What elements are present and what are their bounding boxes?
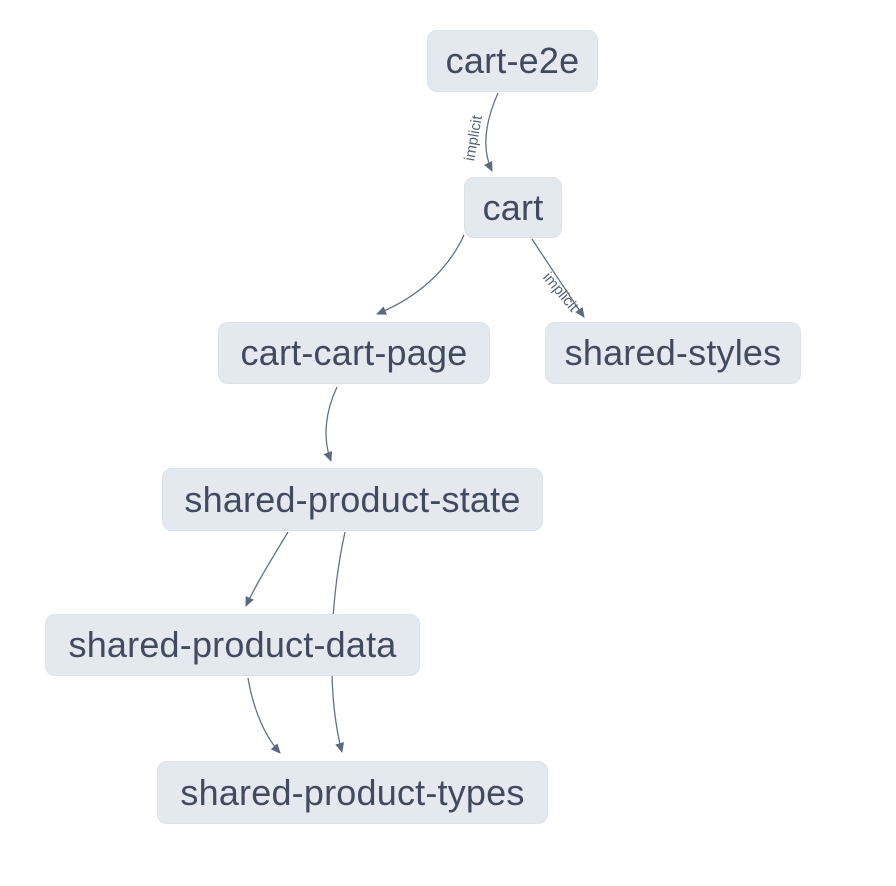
node-cart-e2e[interactable]: cart-e2e	[427, 30, 598, 92]
edge-cart-cart-page-to-shared-product-state	[323, 386, 338, 462]
edge-cart-e2e-to-cart	[484, 92, 499, 172]
node-cart-cart-page[interactable]: cart-cart-page	[218, 322, 490, 384]
edge-label-implicit-cart-e2e: implicit	[461, 113, 486, 162]
node-cart[interactable]: cart	[464, 177, 562, 238]
node-label: cart-cart-page	[240, 332, 468, 373]
edge-shared-product-data-to-shared-product-types	[247, 677, 281, 754]
node-shared-product-types[interactable]: shared-product-types	[157, 761, 548, 824]
node-shared-styles[interactable]: shared-styles	[545, 322, 801, 384]
node-label: shared-product-types	[180, 771, 525, 813]
edge-shared-product-state-to-shared-product-data	[245, 531, 289, 607]
node-shared-product-state[interactable]: shared-product-state	[162, 468, 543, 531]
node-label: shared-product-data	[68, 624, 397, 665]
node-label: cart	[482, 186, 544, 228]
edge-cart-to-cart-cart-page	[376, 234, 465, 315]
node-label: cart-e2e	[445, 40, 580, 81]
edge-cart-to-shared-styles	[531, 238, 585, 318]
edge-label-implicit-shared-styles: implicit	[539, 269, 582, 316]
node-label: shared-styles	[564, 332, 782, 373]
node-shared-product-data[interactable]: shared-product-data	[45, 614, 420, 676]
node-label: shared-product-state	[184, 478, 521, 520]
